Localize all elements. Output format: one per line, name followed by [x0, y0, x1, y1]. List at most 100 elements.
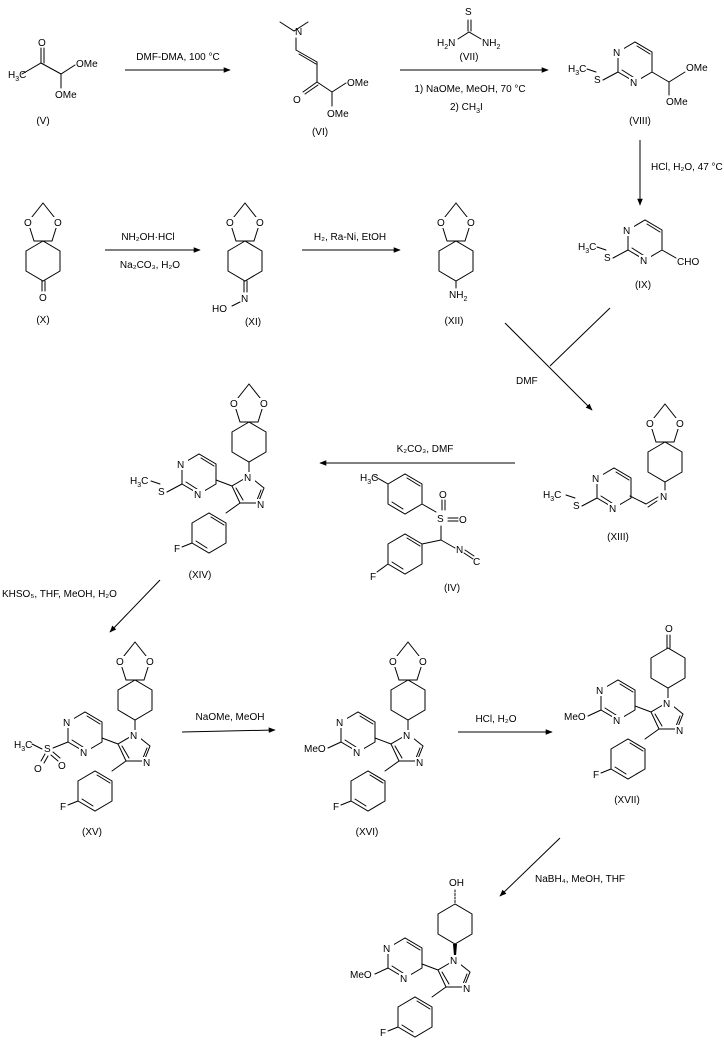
atom-ome: OMe	[76, 59, 98, 70]
compound-label-xv: (XV)	[82, 827, 102, 838]
atom-n: N	[177, 460, 184, 471]
atom-n: N	[609, 504, 616, 515]
atom-s: S	[573, 501, 580, 512]
condition-x-xi-2: Na₂CO₃, H₂O	[120, 260, 180, 271]
atom-o: O	[230, 399, 238, 410]
condition-xiii-xiv: K₂CO₃, DMF	[397, 444, 454, 455]
compound-label-vi: (VI)	[312, 127, 328, 138]
atom-f: F	[174, 544, 180, 555]
atom-s: S	[44, 744, 51, 755]
atom-n: N	[194, 490, 201, 501]
compound-label-xii: (XII)	[445, 316, 464, 327]
compound-label-xvii: (XVII)	[614, 795, 640, 806]
atom-c: C	[473, 557, 480, 568]
atom-o: O	[665, 624, 673, 635]
atom-h3c: H3C	[14, 740, 32, 753]
atom-f: F	[593, 770, 599, 781]
reaction-arrow	[499, 837, 561, 897]
atom-n: N	[80, 748, 87, 759]
atom-n: N	[143, 758, 150, 769]
atom-o: O	[226, 218, 234, 229]
condition-xiv-xv: KHSO₅, THF, MeOH, H₂O	[2, 589, 117, 600]
atom-ome: OMe	[55, 90, 77, 101]
atom-n: N	[244, 473, 251, 484]
atom-o: O	[467, 218, 475, 229]
compound-label-iv: (IV)	[444, 583, 460, 594]
compound-xiii-structure: O O N N N S H3C	[543, 403, 686, 515]
atom-f: F	[333, 802, 339, 813]
atom-o: O	[34, 764, 42, 775]
atom-n: N	[640, 256, 647, 267]
compound-label-vii: (VII)	[460, 52, 479, 63]
final-product-structure: OH N N N N MeO F	[350, 878, 474, 1039]
atom-o: O	[24, 218, 32, 229]
compound-x-structure: O O O	[22, 202, 64, 304]
compound-v-structure: O OMe OMe H3C	[8, 38, 98, 101]
atom-f: F	[370, 572, 376, 583]
compound-vii-structure: S H2N NH2	[437, 7, 500, 51]
compound-label-v: (V)	[36, 116, 49, 127]
condition-xv-xvi: NaOMe, MeOH	[196, 712, 265, 723]
atom-h3c: H3C	[360, 473, 378, 486]
compound-label-viii: (VIII)	[629, 116, 651, 127]
atom-n: N	[613, 716, 620, 727]
atom-ome: OMe	[686, 63, 708, 74]
atom-s: S	[465, 7, 472, 18]
atom-h3c: H3C	[543, 490, 561, 503]
atom-n: N	[336, 718, 343, 729]
condition-xvi-xvii: HCl, H₂O	[475, 714, 516, 725]
condition-x-xi-1: NH₂OH·HCl	[121, 232, 174, 243]
atom-n: N	[353, 748, 360, 759]
compound-label-xiii: (XIII)	[607, 532, 629, 543]
atom-n: N	[596, 686, 603, 697]
compound-xv-structure: O O N N N N S H3C O O F	[14, 641, 156, 813]
atom-f: F	[60, 802, 66, 813]
atom-n: N	[463, 984, 470, 995]
atom-o: O	[459, 515, 467, 526]
atom-s: S	[158, 487, 165, 498]
atom-s: S	[594, 75, 601, 86]
atom-n: N	[63, 718, 70, 729]
atom-h3c: H3C	[578, 242, 596, 255]
atom-s: S	[437, 514, 444, 525]
reaction-arrow	[109, 579, 161, 633]
atom-cho: CHO	[677, 257, 699, 268]
compound-xvii-structure: O N N N N MeO F	[564, 624, 687, 781]
atom-o: O	[293, 95, 301, 106]
atom-o: O	[146, 657, 154, 668]
atom-h3c: H3C	[8, 70, 26, 83]
compound-vi-structure: N O OMe OMe	[279, 21, 369, 120]
atom-n: N	[676, 726, 683, 737]
atom-n: N	[623, 226, 630, 237]
condition-to-xiii: DMF	[516, 376, 538, 387]
atom-n: N	[613, 48, 620, 59]
atom-n: N	[592, 474, 599, 485]
atom-o: O	[39, 293, 47, 304]
atom-n: N	[630, 78, 637, 89]
atom-o: O	[389, 657, 397, 668]
atom-meo: MeO	[350, 970, 372, 981]
atom-o: O	[437, 218, 445, 229]
atom-h2n: H2N	[437, 38, 455, 51]
reaction-arrow	[504, 322, 593, 411]
atom-ome: OMe	[327, 109, 349, 120]
atom-n: N	[400, 974, 407, 985]
atom-nh2: NH2	[482, 38, 500, 51]
compound-label-xi: (XI)	[245, 317, 261, 328]
atom-o: O	[419, 657, 427, 668]
compound-xi-structure: O O N HO	[212, 202, 266, 315]
atom-o: O	[116, 657, 124, 668]
compound-label-xvi: (XVI)	[356, 827, 379, 838]
atom-n: N	[241, 294, 248, 305]
atom-meo: MeO	[564, 712, 586, 723]
compound-label-ix: (IX)	[635, 280, 651, 291]
atom-n: N	[257, 500, 264, 511]
atom-h3c: H3C	[130, 476, 148, 489]
atom-n: N	[130, 731, 137, 742]
atom-o: O	[646, 419, 654, 430]
compound-label-xiv: (XIV)	[189, 570, 212, 581]
atom-n: N	[663, 699, 670, 710]
atom-nh2: NH2	[449, 290, 467, 303]
atom-ome: OMe	[666, 97, 688, 108]
atom-ome: OMe	[347, 78, 369, 89]
